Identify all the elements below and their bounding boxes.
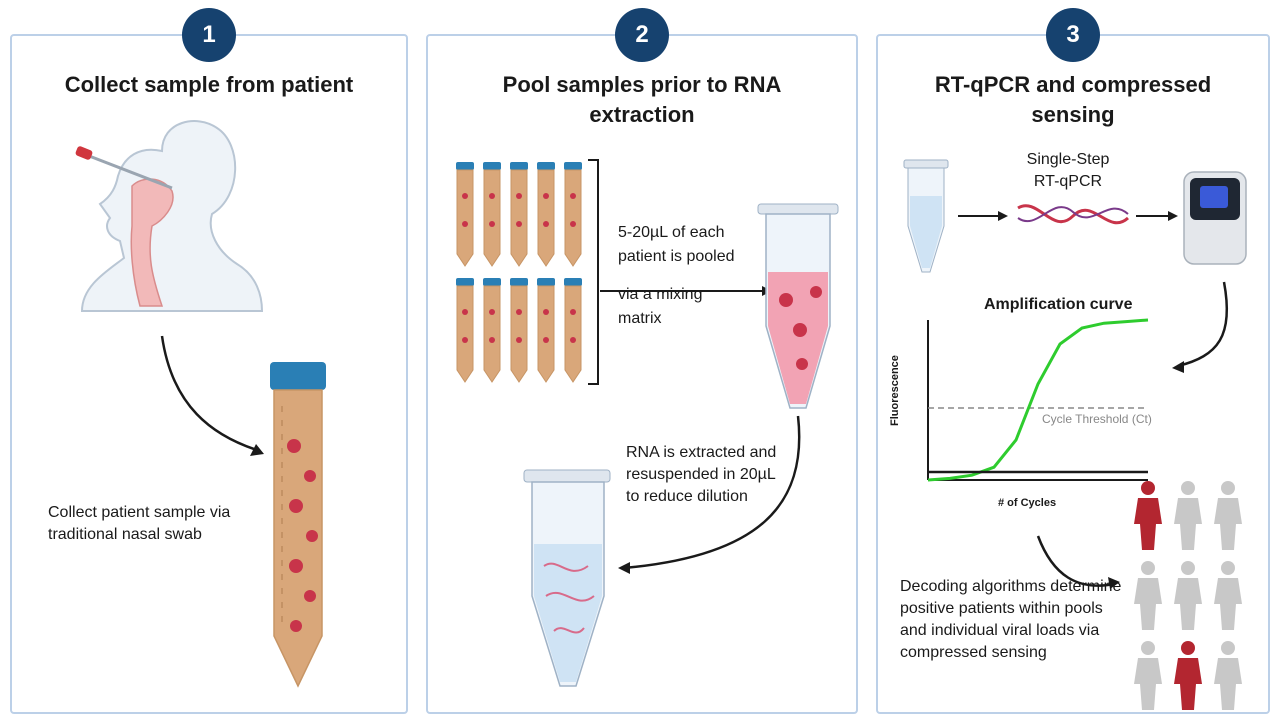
step-badge: 3 bbox=[1046, 8, 1100, 62]
sample-tube-icon bbox=[903, 159, 949, 273]
decode-caption: Decoding algorithms determine positive p… bbox=[900, 578, 1122, 661]
pool-caption-line3: via a mixing bbox=[618, 286, 703, 303]
arrow-icon bbox=[1177, 281, 1229, 368]
pool-caption-line2: patient is pooled bbox=[618, 248, 735, 265]
sample-tube-icon bbox=[270, 362, 326, 688]
chart-title: Amplification curve bbox=[984, 296, 1133, 313]
threshold-label: Cycle Threshold (Ct) bbox=[1042, 412, 1152, 426]
patient-icon bbox=[1134, 641, 1162, 710]
pool-caption-line4: matrix bbox=[618, 310, 662, 327]
pcr-label-line2: RT-qPCR bbox=[1033, 173, 1103, 190]
patient-tube bbox=[483, 162, 501, 267]
panel-title: RT-qPCR and compressed sensing bbox=[934, 72, 1212, 127]
step-badge: 1 bbox=[182, 8, 236, 62]
patient-tube bbox=[510, 278, 528, 383]
panel-title: Pool samples prior to RNA extraction bbox=[502, 72, 782, 127]
amplification-chart bbox=[927, 318, 1149, 482]
patients-grid bbox=[1134, 481, 1242, 710]
patient-tube bbox=[564, 278, 582, 383]
panel-rtqpcr: 3 RT-qPCR and compressed sensing Single-… bbox=[876, 8, 1270, 714]
patient-icon bbox=[1174, 561, 1202, 630]
chart-ylabel: Fluorescence bbox=[889, 355, 901, 426]
patient-icon bbox=[1214, 561, 1242, 630]
patient-swab-illustration bbox=[75, 120, 326, 688]
positive-patient-icon bbox=[1134, 481, 1162, 550]
positive-patient-icon bbox=[1174, 641, 1202, 710]
patient-tube bbox=[483, 278, 501, 383]
patient-icon bbox=[1174, 481, 1202, 550]
bracket-icon bbox=[588, 159, 599, 385]
rtqpcr-illustration bbox=[903, 159, 1247, 710]
pcr-label-line1: Single-Step bbox=[1026, 151, 1110, 168]
patient-tube bbox=[510, 162, 528, 267]
pooled-tube-icon bbox=[757, 203, 839, 409]
extracted-tube-icon bbox=[523, 469, 611, 687]
patient-head-icon bbox=[80, 120, 264, 312]
patient-icon bbox=[1134, 561, 1162, 630]
extract-caption: RNA is extracted and resuspended in 20µL… bbox=[626, 444, 777, 505]
step-badge: 2 bbox=[615, 8, 669, 62]
patient-tube bbox=[537, 278, 555, 383]
panel-title: Collect sample from patient bbox=[64, 72, 354, 97]
patient-tube bbox=[456, 278, 474, 383]
pcr-machine-icon bbox=[1183, 171, 1247, 265]
patient-tube bbox=[537, 162, 555, 267]
patient-tube bbox=[456, 162, 474, 267]
arrow-icon bbox=[1036, 535, 1115, 587]
dna-icon bbox=[1017, 204, 1130, 225]
collect-caption: Collect patient sample via traditional n… bbox=[48, 504, 231, 543]
swab-icon bbox=[75, 146, 173, 190]
chart-xlabel: # of Cycles bbox=[998, 497, 1057, 509]
pool-caption-line1: 5-20µL of each bbox=[618, 224, 725, 241]
patient-tubes-icon bbox=[456, 162, 582, 383]
panel-collect-sample: 1 Collect sample from patient bbox=[10, 8, 408, 714]
patient-tube bbox=[564, 162, 582, 267]
arrow-icon bbox=[160, 335, 261, 453]
patient-icon bbox=[1214, 641, 1242, 710]
panel-pool-samples: 2 Pool samples prior to RNA extraction bbox=[426, 8, 858, 714]
patient-icon bbox=[1214, 481, 1242, 550]
arrow-icon bbox=[623, 415, 801, 570]
series-line-0 bbox=[927, 318, 1149, 482]
pooling-illustration bbox=[456, 159, 839, 687]
